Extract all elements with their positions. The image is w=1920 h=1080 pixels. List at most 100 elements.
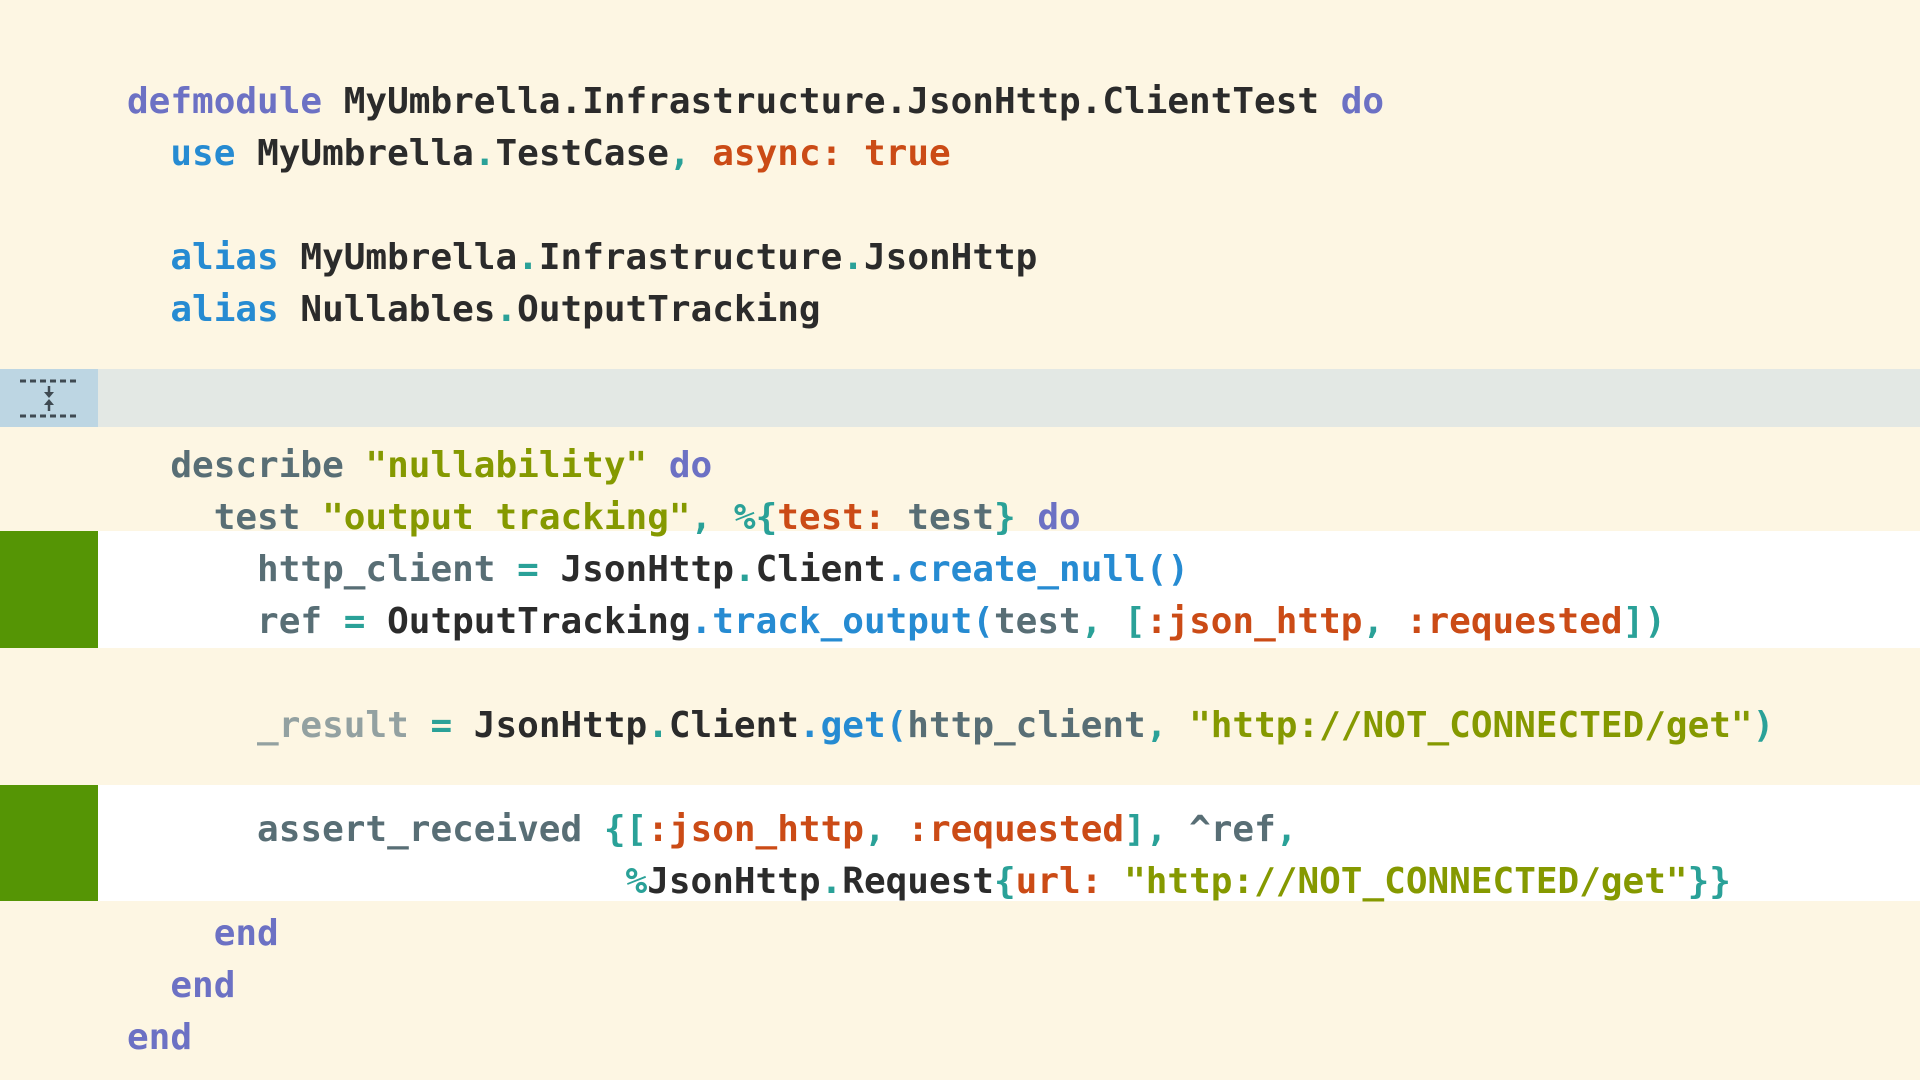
gutter-change-marker [0, 531, 98, 648]
punctuation: , [ [1080, 601, 1146, 642]
function-call: assert_received [257, 809, 583, 850]
operator: = [408, 705, 474, 746]
keyword: do [1340, 81, 1385, 122]
operator: = [322, 601, 388, 642]
keyword: end [170, 965, 236, 1006]
variable: test [993, 601, 1081, 642]
string-literal: "output tracking" [300, 497, 691, 538]
keyword: do [647, 445, 713, 486]
punctuation: , [1145, 705, 1190, 746]
module-name: Client [668, 705, 799, 746]
indent [127, 913, 214, 954]
module-name: JsonHttp [647, 861, 821, 902]
function-call: describe [170, 445, 344, 486]
punctuation: , [863, 809, 908, 850]
punctuation: , %{ [690, 497, 778, 538]
punctuation: . [733, 549, 756, 590]
code-line[interactable]: test "output tracking", %{test: test} do [0, 492, 1920, 544]
punctuation: ) [1752, 705, 1775, 746]
punctuation: . [842, 237, 864, 278]
function-call: test [213, 497, 301, 538]
indent [127, 289, 170, 330]
atom: :json_http [647, 809, 864, 850]
code-line[interactable]: ref = OutputTracking.track_output(test, … [0, 596, 1920, 648]
atom: :requested [1405, 601, 1623, 642]
fold-expand-icon[interactable] [0, 369, 98, 427]
punctuation: ]) [1622, 601, 1666, 642]
module-name: MyUmbrella [278, 237, 518, 278]
operator: = [495, 549, 561, 590]
code-line[interactable]: end [0, 1012, 1920, 1064]
code-line[interactable]: alias Nullables.OutputTracking [0, 284, 1920, 336]
keyword: use [170, 133, 236, 174]
folded-region[interactable] [0, 369, 1920, 427]
variable: http_client [907, 705, 1146, 746]
pinned-variable: ^ref [1189, 809, 1276, 850]
atom-key: url: [1015, 861, 1103, 902]
punctuation: { [993, 861, 1016, 902]
code-line[interactable]: describe "nullability" do [0, 440, 1920, 492]
code-line[interactable]: alias MyUmbrella.Infrastructure.JsonHttp [0, 232, 1920, 284]
punctuation: , [1275, 809, 1298, 850]
indent [127, 965, 170, 1006]
keyword: do [1015, 497, 1081, 538]
module-name: OutputTracking [387, 601, 691, 642]
boolean: true [842, 133, 951, 174]
keyword: end [213, 913, 279, 954]
code-line[interactable]: %JsonHttp.Request{url: "http://NOT_CONNE… [0, 856, 1920, 908]
variable: ref [257, 601, 323, 642]
string-literal: "http://NOT_CONNECTED/get" [1189, 705, 1753, 746]
fold-handle[interactable] [0, 369, 98, 427]
indent [127, 445, 170, 486]
line-highlight [0, 531, 1920, 648]
module-name: TestCase [495, 133, 669, 174]
module-name: JsonHttp [560, 549, 734, 590]
whitespace [1102, 861, 1124, 902]
code-line[interactable]: defmodule MyUmbrella.Infrastructure.Json… [0, 76, 1920, 128]
keyword: alias [170, 237, 279, 278]
punctuation: } [994, 497, 1016, 538]
indent [127, 705, 257, 746]
keyword: alias [170, 289, 279, 330]
module-name: Client [755, 549, 886, 590]
punctuation: }} [1687, 861, 1731, 902]
punctuation: . [820, 861, 843, 902]
variable: http_client [257, 549, 496, 590]
function-call: .get( [798, 705, 908, 746]
keyword: end [127, 1017, 193, 1058]
code-line[interactable]: assert_received {[:json_http, :requested… [0, 804, 1920, 856]
string-literal: "nullability" [343, 445, 648, 486]
punctuation: ], [1124, 809, 1190, 850]
indent [127, 549, 257, 590]
code-line[interactable]: end [0, 960, 1920, 1012]
punctuation: {[ [582, 809, 648, 850]
atom: :json_http [1145, 601, 1363, 642]
function-call: .create_null() [885, 549, 1190, 590]
punctuation: , [1362, 601, 1406, 642]
code-line[interactable]: http_client = JsonHttp.Client.create_nul… [0, 544, 1920, 596]
indent [127, 497, 214, 538]
punctuation: . [517, 237, 539, 278]
module-name: Nullables [278, 289, 496, 330]
unused-variable: _result [257, 705, 409, 746]
punctuation: . [495, 289, 518, 330]
punctuation: . [647, 705, 669, 746]
string-literal: "http://NOT_CONNECTED/get" [1124, 861, 1688, 902]
code-line[interactable]: end [0, 908, 1920, 960]
gutter-change-marker [0, 785, 98, 901]
code-line[interactable]: _result = JsonHttp.Client.get(http_clien… [0, 700, 1920, 752]
variable: test [885, 497, 994, 538]
module-name: Infrastructure [538, 237, 843, 278]
indent [127, 861, 626, 902]
module-name: OutputTracking [517, 289, 821, 330]
code-line[interactable]: use MyUmbrella.TestCase, async: true [0, 128, 1920, 180]
module-name: JsonHttp [473, 705, 648, 746]
module-name: MyUmbrella.Infrastructure.JsonHttp.Clien… [322, 81, 1341, 122]
module-name: MyUmbrella [235, 133, 474, 174]
keyword: defmodule [127, 81, 323, 122]
indent [127, 237, 170, 278]
punctuation: , [668, 133, 713, 174]
module-name: JsonHttp [863, 237, 1038, 278]
punctuation: % [625, 861, 648, 902]
